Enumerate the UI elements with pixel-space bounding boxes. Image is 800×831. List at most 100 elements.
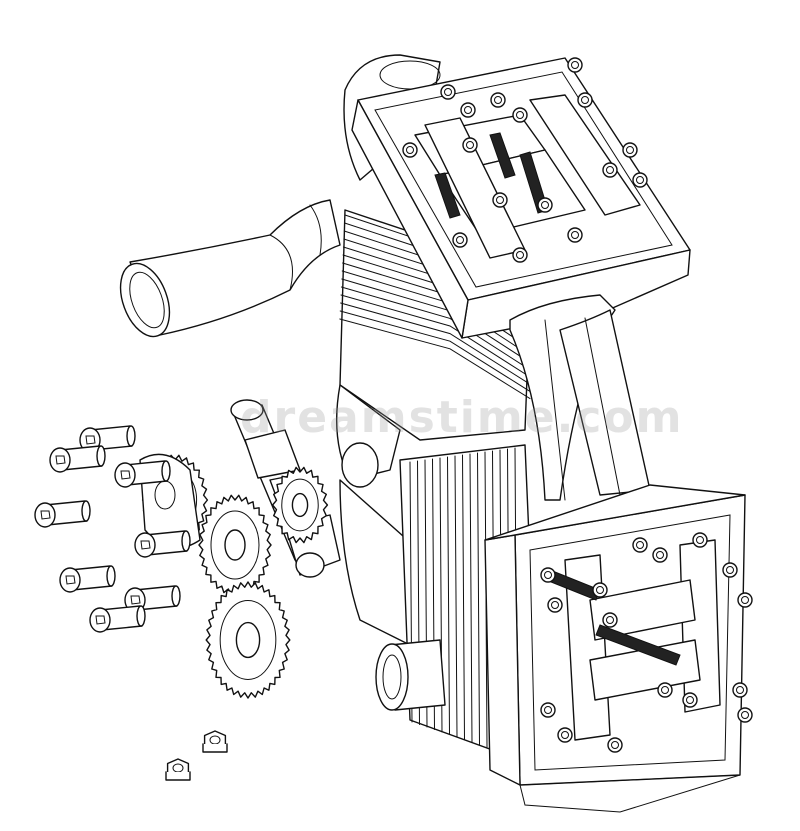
upper-head-bolts xyxy=(403,58,647,262)
head-bolt xyxy=(403,143,417,157)
lower-head-bolts xyxy=(541,533,752,752)
cooling-fin xyxy=(463,455,465,740)
screw-socket xyxy=(141,541,150,549)
head-bolt xyxy=(697,537,704,544)
screw-socket xyxy=(66,576,75,584)
socket-screw xyxy=(90,606,145,632)
screw-head xyxy=(50,448,70,472)
head-bolt xyxy=(542,202,549,209)
socket-screw xyxy=(35,501,90,527)
head-bolt xyxy=(683,693,697,707)
screw-socket xyxy=(41,511,50,519)
socket-screw xyxy=(80,426,135,452)
head-bolt xyxy=(612,742,619,749)
head-bolt xyxy=(491,93,505,107)
head-bolt xyxy=(653,548,667,562)
cooling-fin xyxy=(455,456,457,737)
head-bolt xyxy=(517,112,524,119)
head-bolt xyxy=(538,198,552,212)
head-bolt xyxy=(493,193,507,207)
cooling-fin xyxy=(341,303,530,384)
screw-socket xyxy=(131,596,140,604)
nut-flange xyxy=(166,772,190,780)
gear-middle xyxy=(199,495,271,594)
head-bolt xyxy=(603,163,617,177)
screw-tip xyxy=(182,531,190,551)
head-bolt xyxy=(461,103,475,117)
head-bolt xyxy=(657,552,664,559)
head-bolt xyxy=(607,167,614,174)
gear-middle-web xyxy=(211,511,259,579)
head-bolt xyxy=(558,728,572,742)
screw-socket xyxy=(121,471,130,479)
cooling-fin xyxy=(340,319,530,399)
head-bolt xyxy=(548,598,562,612)
cooling-fin xyxy=(340,311,530,391)
head-bolt xyxy=(572,62,579,69)
screw-head xyxy=(35,503,55,527)
head-bolt xyxy=(453,233,467,247)
screw-head xyxy=(90,608,110,632)
screw-socket xyxy=(96,616,105,624)
head-bolt xyxy=(517,252,524,259)
screw-tip xyxy=(82,501,90,521)
head-bolt xyxy=(637,542,644,549)
gear-helical xyxy=(273,467,328,542)
gear-helical-hub xyxy=(292,494,307,517)
gear-helical-web xyxy=(282,479,318,531)
nut-flange xyxy=(203,744,227,752)
head-bolt xyxy=(593,583,607,597)
loose-hex-nuts xyxy=(166,731,227,780)
gear-large-web xyxy=(220,601,276,680)
head-bolt xyxy=(578,93,592,107)
head-bolt xyxy=(603,613,617,627)
head-bolt xyxy=(541,568,555,582)
head-bolt xyxy=(627,147,634,154)
head-bolt xyxy=(693,533,707,547)
head-bolt xyxy=(457,237,464,244)
head-bolt xyxy=(572,232,579,239)
head-bolt xyxy=(738,593,752,607)
head-bolt xyxy=(463,138,477,152)
lower-rocker-arms xyxy=(546,540,720,740)
screw-tip xyxy=(172,586,180,606)
hex-nut xyxy=(203,731,227,752)
intake-pipe xyxy=(111,200,340,343)
loose-socket-screws xyxy=(35,426,190,632)
head-bolt xyxy=(658,683,672,697)
head-bolt xyxy=(552,602,559,609)
screw-tip xyxy=(127,426,135,446)
gear-middle-hub xyxy=(225,530,245,560)
screw-tip xyxy=(162,461,170,481)
lower-cylinder-head xyxy=(485,485,752,812)
socket-screw xyxy=(135,531,190,557)
head-bolt xyxy=(568,58,582,72)
head-bolt xyxy=(441,85,455,99)
upper-cylinder-head xyxy=(352,58,690,338)
head-bolt xyxy=(513,108,527,122)
gear-large xyxy=(206,582,290,698)
head-bolt xyxy=(742,597,749,604)
head-bolt xyxy=(497,197,504,204)
upper-rocker-arms xyxy=(415,95,640,258)
screw-socket xyxy=(56,456,65,464)
head-bolt xyxy=(742,712,749,719)
head-bolt xyxy=(733,683,747,697)
hex-nut xyxy=(166,759,190,780)
gear-large-hub xyxy=(236,623,259,658)
head-bolt xyxy=(723,563,737,577)
head-bolt xyxy=(608,738,622,752)
head-bolt xyxy=(607,617,614,624)
head-bolt xyxy=(662,687,669,694)
head-bolt xyxy=(582,97,589,104)
head-bolt xyxy=(568,228,582,242)
head-bolt xyxy=(513,248,527,262)
screw-head xyxy=(115,463,135,487)
head-bolt xyxy=(633,173,647,187)
cooling-fin xyxy=(341,287,530,370)
head-bolt xyxy=(545,707,552,714)
head-bolt xyxy=(737,687,744,694)
head-bolt xyxy=(541,703,555,717)
socket-screw xyxy=(115,461,170,487)
head-bolt xyxy=(637,177,644,184)
